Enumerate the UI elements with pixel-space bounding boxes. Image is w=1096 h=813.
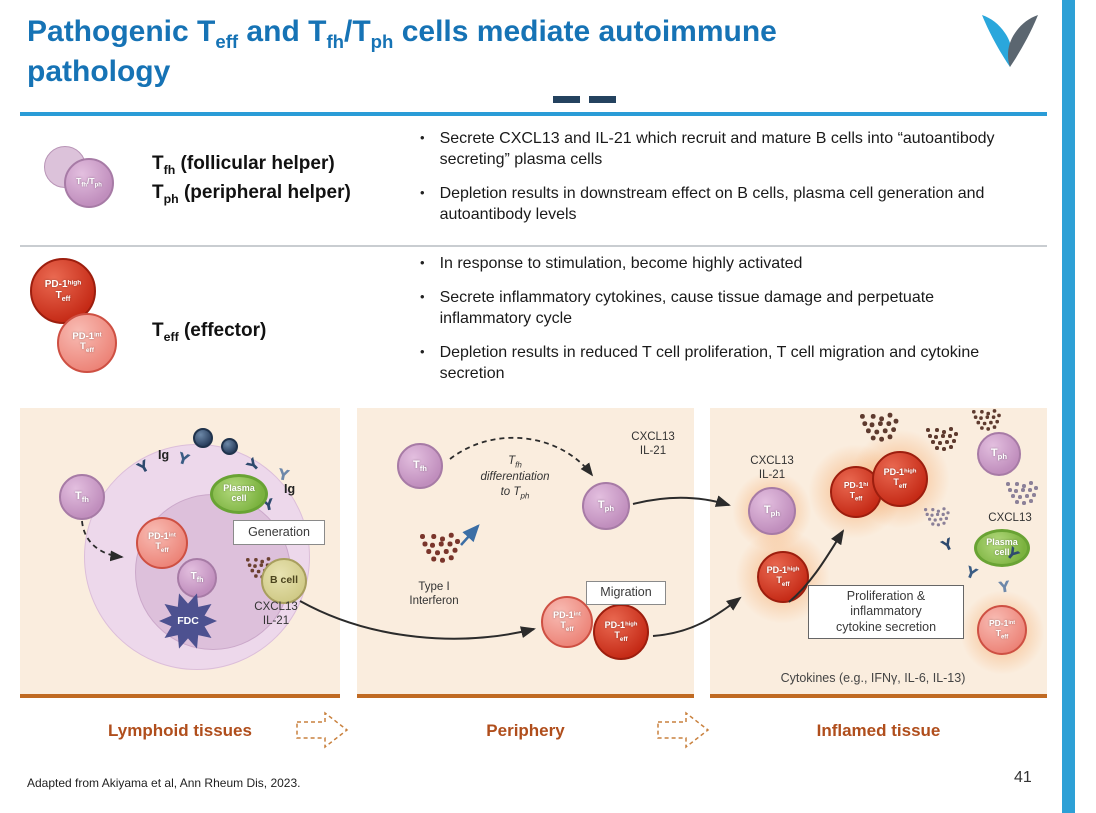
tfh-cell: Tfh bbox=[397, 443, 443, 489]
decorative-dash bbox=[589, 96, 616, 103]
ig-label: Ig bbox=[158, 448, 170, 462]
cytokine-dots-icon bbox=[246, 558, 250, 562]
tfh-cell: Tfh bbox=[59, 474, 105, 520]
tfh-cell: Tfh bbox=[177, 558, 217, 598]
cytokine-dots-icon bbox=[926, 428, 930, 432]
caption-lymphoid-tissues: Lymphoid tissues bbox=[108, 721, 252, 740]
bullet-text: Depletion results in reduced T cell prol… bbox=[439, 344, 980, 383]
transition-arrow-icon bbox=[657, 711, 710, 749]
tph-cell: Tph bbox=[748, 487, 796, 535]
cxcl13-label: CXCL13 bbox=[988, 512, 1032, 524]
bullet-icon: • bbox=[420, 185, 425, 201]
bullet-item: • Depletion results in downstream effect… bbox=[420, 183, 1005, 225]
decorative-dash bbox=[553, 96, 580, 103]
tfh-bullet-list: • Secrete CXCL13 and IL-21 which recruit… bbox=[420, 128, 1005, 225]
antibody-icon: Y bbox=[997, 577, 1012, 597]
bullet-icon: • bbox=[420, 344, 425, 360]
cytokine-dots-icon bbox=[972, 410, 976, 414]
bullet-item: • In response to stimulation, become hig… bbox=[420, 253, 1030, 274]
transition-arrow-icon bbox=[296, 711, 349, 749]
bullet-item: • Secrete inflammatory cytokines, cause … bbox=[420, 287, 1030, 329]
caption-inflamed-tissue: Inflamed tissue bbox=[816, 721, 941, 740]
page-number: 41 bbox=[1014, 769, 1032, 786]
dark-cell-icon bbox=[193, 428, 213, 448]
tph-cell: Tph bbox=[977, 432, 1021, 476]
migration-box: Migration bbox=[586, 581, 666, 605]
cytokine-dots-icon bbox=[860, 414, 865, 419]
bullet-icon: • bbox=[420, 289, 425, 305]
bullet-text: Secrete inflammatory cytokines, cause ti… bbox=[439, 289, 935, 328]
tfh-tph-cell: Tfh/Tph bbox=[64, 158, 114, 208]
b-cell: B cell bbox=[261, 558, 307, 604]
bullet-icon: • bbox=[420, 255, 425, 270]
company-logo bbox=[982, 15, 1038, 67]
cytokines-label: Cytokines (e.g., IFNγ, IL-6, IL-13) bbox=[780, 671, 966, 685]
generation-box: Generation bbox=[233, 520, 325, 545]
interferon-dots-icon bbox=[420, 534, 425, 539]
bullet-text: In response to stimulation, become highl… bbox=[439, 255, 803, 272]
antibody-icon: Y bbox=[938, 534, 957, 556]
section-divider bbox=[20, 245, 1047, 247]
source-footnote: Adapted from Akiyama et al, Ann Rheum Di… bbox=[27, 776, 301, 790]
bullet-item: • Depletion results in reduced T cell pr… bbox=[420, 342, 1030, 384]
bullet-text: Depletion results in downstream effect o… bbox=[439, 185, 985, 224]
bullet-text: Secrete CXCL13 and IL-21 which recruit a… bbox=[439, 130, 995, 169]
bullet-icon: • bbox=[420, 130, 425, 145]
right-accent-bar bbox=[1062, 0, 1075, 813]
ig-label: Ig bbox=[284, 482, 296, 496]
tph-cell: Tph bbox=[582, 482, 630, 530]
title-rule bbox=[20, 112, 1047, 116]
caption-periphery: Periphery bbox=[486, 721, 565, 740]
slide-title: Pathogenic Teff and Tfh/Tph cells mediat… bbox=[27, 15, 777, 88]
antibody-icon: Y bbox=[963, 562, 980, 584]
cytokine-dots-icon bbox=[1006, 482, 1010, 486]
cytokine-dots-icon bbox=[924, 508, 927, 511]
teff-bullet-list: • In response to stimulation, become hig… bbox=[420, 253, 1030, 385]
tfh-differentiation-label: Tfh differentiation to Tph bbox=[480, 455, 550, 501]
tfh-tph-label: Tfh (follicular helper) Tph (peripheral … bbox=[152, 153, 351, 207]
tfh-tph-cell-icon: Tfh/Tph bbox=[44, 146, 124, 210]
bullet-item: • Secrete CXCL13 and IL-21 which recruit… bbox=[420, 128, 1005, 170]
teff-label: Teff (effector) bbox=[152, 320, 267, 344]
dark-cell-icon bbox=[221, 438, 238, 455]
